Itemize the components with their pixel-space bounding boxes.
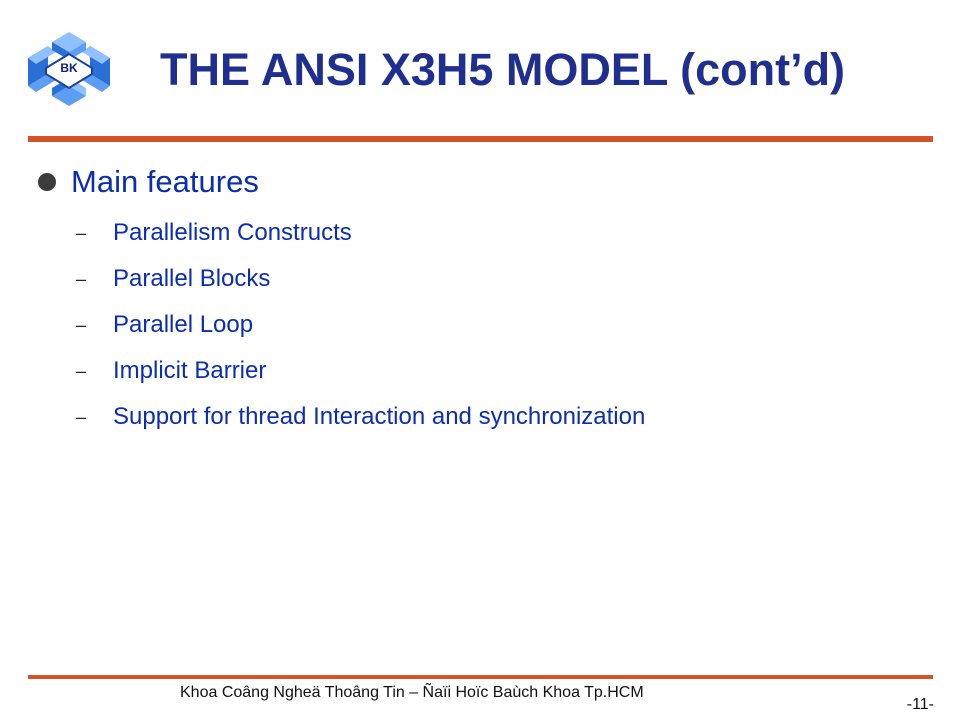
sub-bullet-list: – Parallelism Constructs – Parallel Bloc… [76, 210, 645, 440]
bk-logo: BK [26, 30, 112, 108]
bullet-dot-icon [38, 173, 56, 191]
sub-bullet-text: Parallel Blocks [113, 265, 271, 292]
slide-title: THE ANSI X3H5 MODEL (cont’d) [160, 44, 846, 95]
sub-bullet-item: – Parallelism Constructs [76, 210, 645, 256]
bk-logo-text: BK [60, 61, 78, 75]
sub-bullet-item: – Parallel Loop [76, 302, 645, 348]
dash-marker: – [76, 360, 87, 381]
dash-marker: – [76, 222, 87, 243]
sub-bullet-item: – Support for thread Interaction and syn… [76, 394, 645, 440]
sub-bullet-text: Implicit Barrier [113, 357, 267, 384]
sub-bullet-text: Support for thread Interaction and synch… [113, 403, 646, 430]
title-divider [28, 136, 933, 142]
dash-marker: – [76, 314, 87, 335]
footer-text: Khoa Coâng Ngheä Thoâng Tin – Ñaïi Hoïc … [180, 684, 644, 701]
sub-bullet-item: – Implicit Barrier [76, 348, 645, 394]
page-number: -11- [906, 696, 934, 713]
dash-marker: – [76, 268, 87, 289]
sub-bullet-text: Parallelism Constructs [113, 219, 352, 246]
dash-marker: – [76, 406, 87, 427]
main-bullet: Main features [38, 160, 259, 204]
sub-bullet-text: Parallel Loop [113, 311, 254, 338]
main-bullet-text: Main features [71, 164, 259, 199]
sub-bullet-item: – Parallel Blocks [76, 256, 645, 302]
bk-logo-graphic [28, 32, 110, 106]
footer-divider [28, 675, 933, 679]
